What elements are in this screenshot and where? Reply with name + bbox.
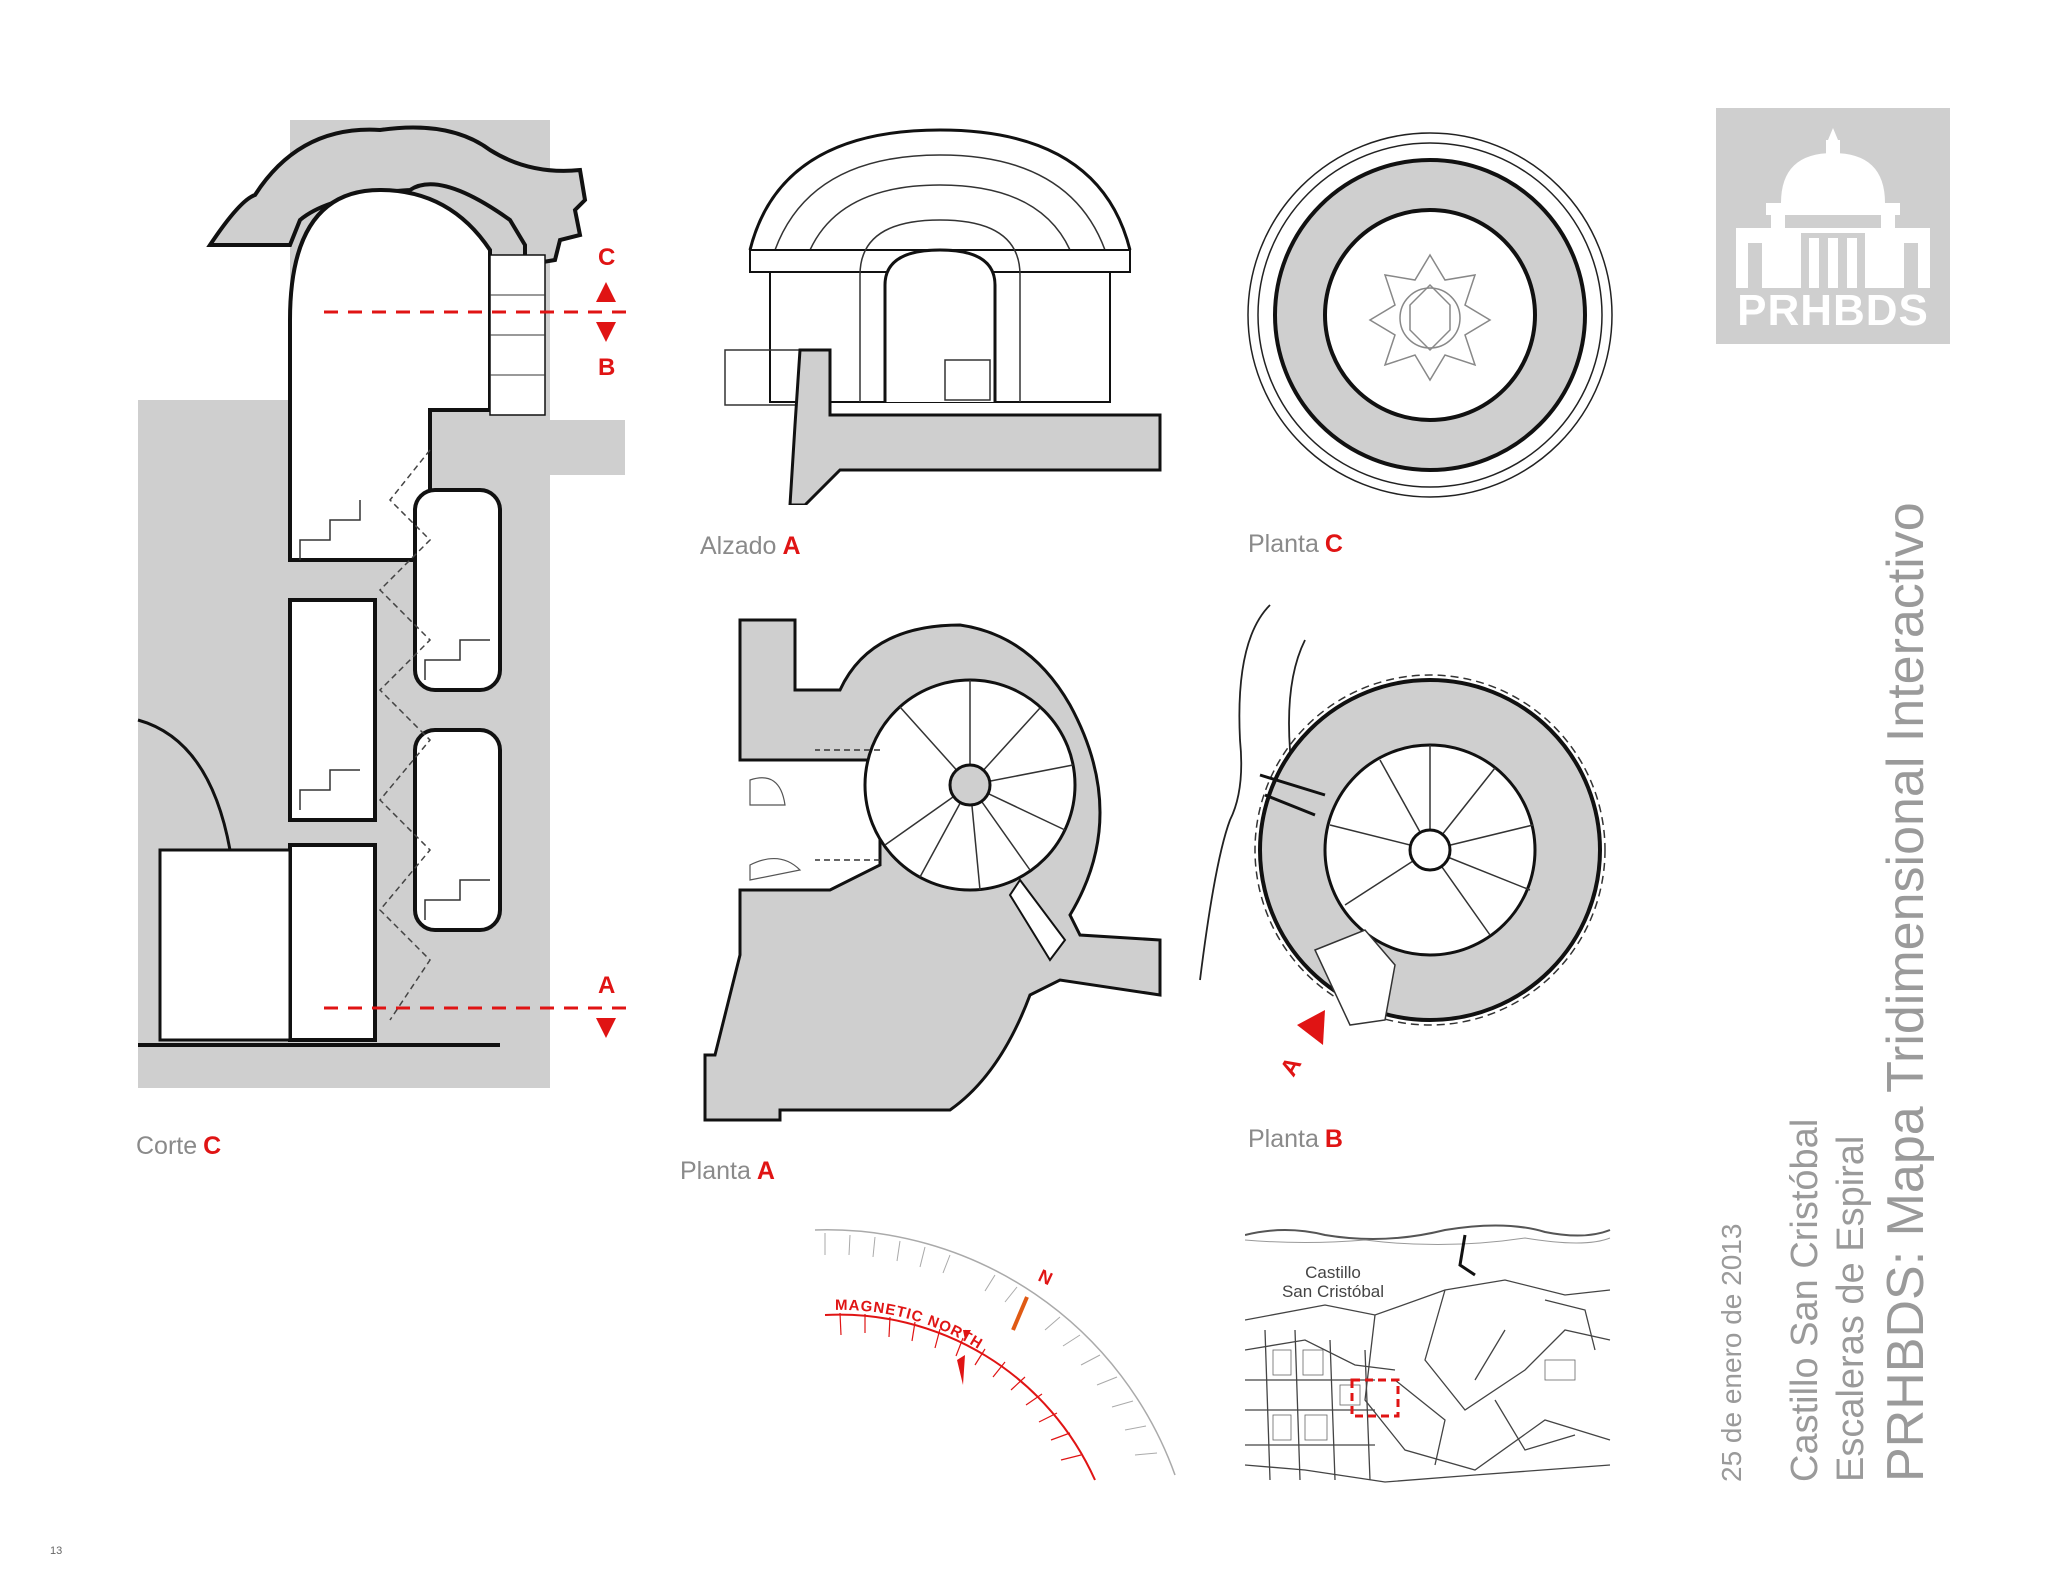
location-map-label-line1: Castillo xyxy=(1305,1263,1361,1282)
alzado-a-drawing xyxy=(724,128,1162,505)
pavilion-icon xyxy=(1736,128,1930,288)
marker-b-label: B xyxy=(598,354,616,381)
planta-b-caption-key: B xyxy=(1324,1125,1343,1153)
corte-c-chamber-1 xyxy=(288,598,377,822)
alzado-a-door xyxy=(883,248,997,402)
corte-c-arch xyxy=(206,125,588,268)
section-cut-lines xyxy=(324,282,630,1038)
alzado-a-caption-name: Alzado xyxy=(700,532,777,560)
planta-c-drawing xyxy=(1247,132,1613,498)
location-map-streets xyxy=(1245,1279,1611,1483)
planta-b-newel xyxy=(1408,828,1452,872)
compass-outer-arc xyxy=(814,1229,1176,1476)
title-date: 25 de enero de 2013 xyxy=(1716,1223,1747,1482)
alzado-a-caption-key: A xyxy=(782,532,801,560)
alzado-a-dome xyxy=(748,128,1132,251)
location-map: Castillo San Cristóbal xyxy=(1245,1220,1615,1490)
corte-c-stair-profile xyxy=(378,449,432,1021)
compass-mag-ticks xyxy=(839,1312,1082,1461)
planta-b-entry-gap xyxy=(1313,929,1396,1026)
marker-a-label: A xyxy=(598,972,616,999)
corte-c-caption-name: Corte xyxy=(136,1132,198,1160)
corte-c-drawing xyxy=(137,120,625,1088)
planta-c-caption-name: Planta xyxy=(1248,530,1319,558)
alzado-a-ground xyxy=(788,348,1162,505)
corte-c-left-room xyxy=(158,848,292,1042)
title-subject: Escaleras de Espiral xyxy=(1830,1135,1872,1482)
planta-b-caption-name: Planta xyxy=(1248,1125,1319,1153)
arrow-a-icon xyxy=(1297,1010,1325,1045)
compass-outer-ticks xyxy=(824,1233,1158,1456)
planta-c-oculus xyxy=(1323,208,1537,422)
planta-c-caption-key: C xyxy=(1324,530,1343,558)
planta-b-drawing xyxy=(1199,604,1606,1045)
location-map-coastline xyxy=(1245,1224,1611,1240)
planta-a-caption-name: Planta xyxy=(680,1157,751,1185)
title-site: Castillo San Cristóbal xyxy=(1784,1118,1826,1482)
prhbds-logo: PRHBDS xyxy=(1716,108,1950,344)
true-north-needle-icon xyxy=(1011,1296,1029,1331)
title-project: PRHBDS: Mapa Tridimensional Interactivo xyxy=(1877,502,1935,1482)
planta-a-passage xyxy=(1008,878,1067,962)
logo-text: PRHBDS xyxy=(1737,286,1929,335)
compass-magnetic-label: MAGNETIC NORTH xyxy=(835,1297,986,1353)
magnetic-north-needle-icon xyxy=(957,1330,971,1385)
arrow-down-b-icon xyxy=(596,322,616,342)
marker-c-label: C xyxy=(598,244,616,271)
page-number: 13 xyxy=(50,1545,63,1557)
planta-a-drawing xyxy=(703,618,1162,1122)
arrow-up-c-icon xyxy=(596,282,616,302)
location-map-highlight xyxy=(1350,1378,1400,1418)
arrow-down-a-icon xyxy=(596,1018,616,1038)
planta-a-caption-key: A xyxy=(756,1157,775,1185)
compass-rose: N MAGNETIC NORTH xyxy=(814,1229,1176,1481)
corte-c-shaft xyxy=(288,187,492,562)
compass-mag-arc xyxy=(824,1313,1096,1481)
planta-a-newel xyxy=(948,763,992,807)
corte-c-caption-key: C xyxy=(203,1132,222,1160)
location-map-label-line2: San Cristóbal xyxy=(1282,1282,1384,1301)
planta-c-rosette-icon xyxy=(1368,253,1492,382)
compass-north-label: N xyxy=(1035,1265,1055,1289)
